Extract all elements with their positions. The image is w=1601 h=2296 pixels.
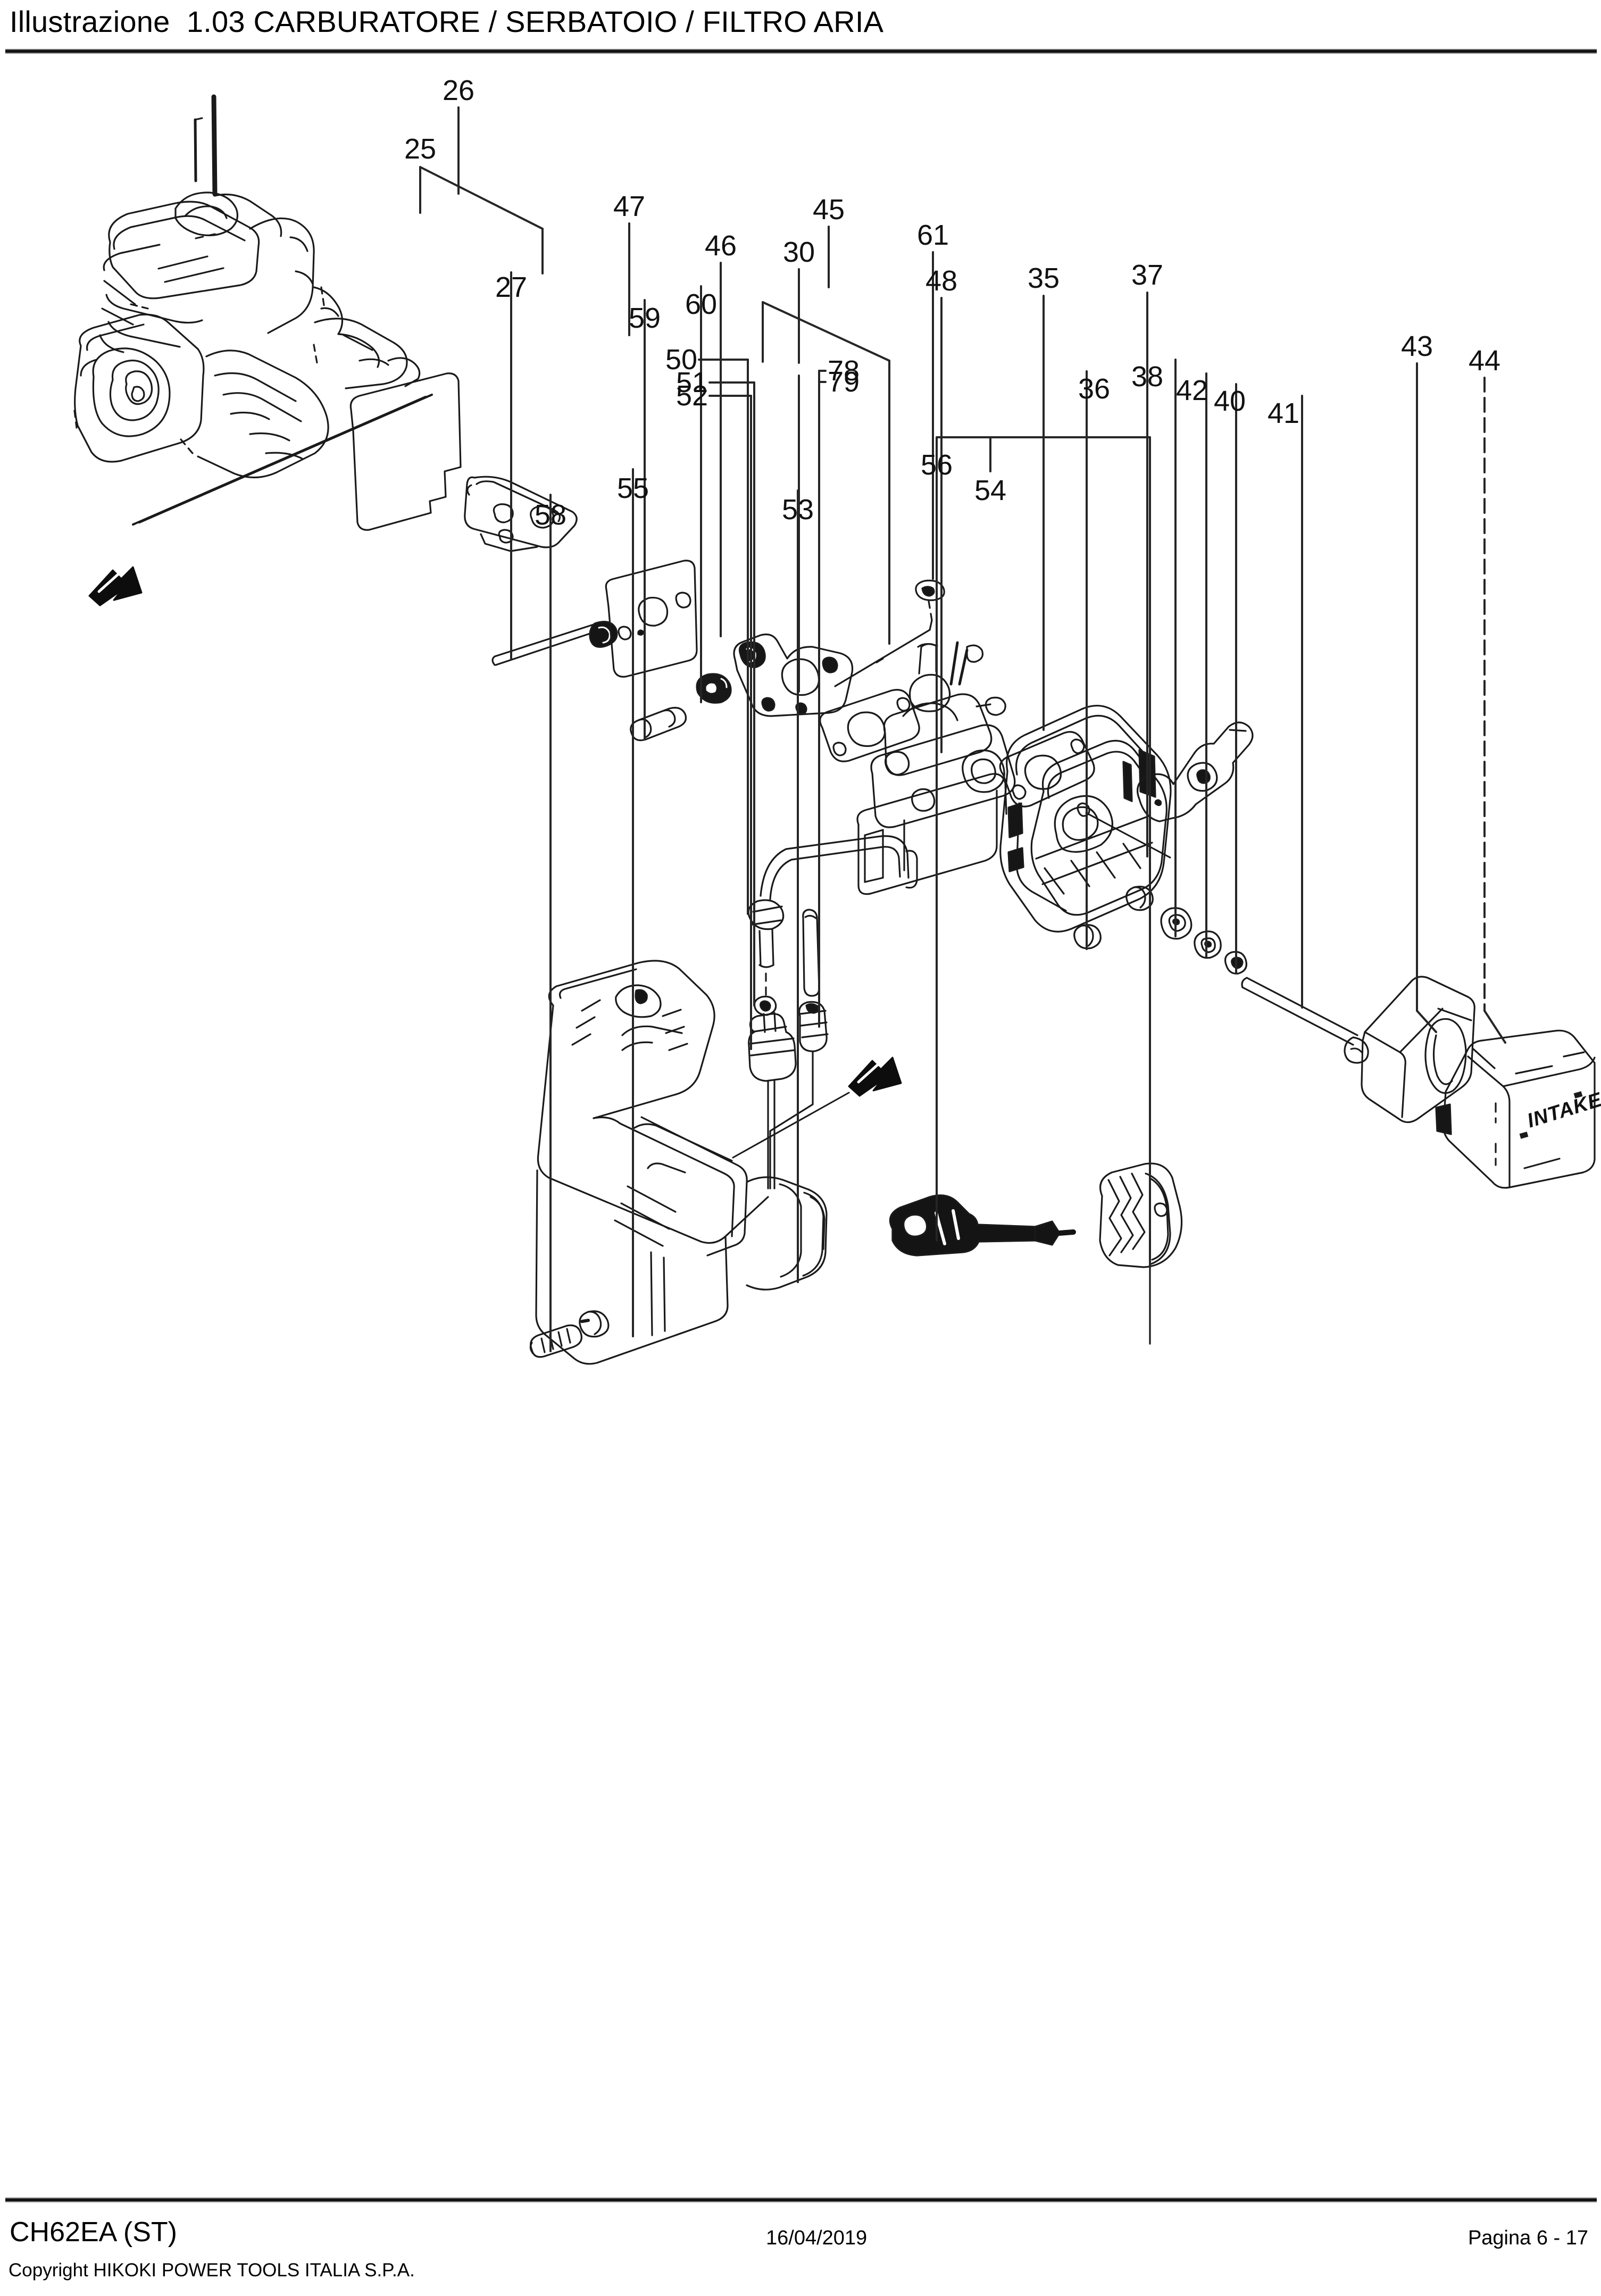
part-26-adapter-body: [464, 476, 578, 552]
part-callout-25: 25: [404, 133, 437, 165]
part-48-gasket: [999, 731, 1095, 808]
footer-copyright: Copyright HIKOKI POWER TOOLS ITALIA S.P.…: [9, 2260, 415, 2281]
part-callout-27: 27: [495, 271, 528, 303]
part-44-air-filter-cover: INTAKE: [1435, 1029, 1601, 1189]
part-callout-47: 47: [613, 190, 646, 222]
assembly-arrow-marker-left: [88, 566, 143, 606]
page-title: Illustrazione 1.03 CARBURATORE / SERBATO…: [10, 5, 884, 38]
part-callout-40: 40: [1213, 385, 1246, 417]
part-callout-56: 56: [920, 449, 953, 481]
part-callout-38: 38: [1131, 361, 1164, 393]
part-42-washer: [1194, 930, 1222, 959]
part-callout-35: 35: [1027, 262, 1060, 294]
svg-text:INTAKE: INTAKE: [1524, 1088, 1601, 1133]
footer-date: 16/04/2019: [766, 2227, 868, 2249]
part-60-nut: [696, 673, 732, 704]
part-56-cap-retainer: [889, 1194, 1076, 1257]
part-47-gasket: [605, 560, 698, 678]
part-callout-51: 51: [676, 367, 708, 398]
part-callout-59: 59: [628, 302, 661, 334]
part-callout-60: 60: [685, 288, 718, 320]
part-callout-45: 45: [812, 194, 845, 226]
callout-leader-lines: [419, 106, 1506, 1352]
header-divider: [5, 49, 1597, 54]
part-callout-30: 30: [782, 236, 815, 268]
part-callout-37: 37: [1131, 259, 1164, 291]
part-58-screw: [529, 1324, 582, 1358]
part-54-fuel-cap: [1099, 1162, 1183, 1345]
part-callout-61: 61: [916, 219, 949, 251]
engine-block-drawing: [73, 94, 433, 526]
part-callout-42: 42: [1175, 375, 1208, 406]
part-callout-78: 78: [827, 355, 860, 387]
part-45-carburettor: [856, 641, 1016, 895]
part-callout-48: 48: [925, 265, 958, 297]
part-59-spacer: [630, 706, 687, 742]
part-callout-43: 43: [1400, 330, 1433, 362]
part-78-vent-pipe: [802, 909, 820, 997]
footer-divider: [5, 2198, 1597, 2202]
part-callout-55: 55: [616, 472, 649, 504]
part-callout-50: 50: [665, 344, 698, 376]
part-callout-44: 44: [1468, 345, 1501, 377]
part-callout-36: 36: [1078, 373, 1111, 405]
part-55-grommet: [579, 1310, 610, 1338]
diagram-drawing: INTAKE: [73, 94, 1601, 1365]
part-callout-52: 52: [676, 380, 708, 412]
part-30-gasket: [819, 689, 920, 762]
part-callout-58: 58: [534, 499, 567, 531]
part-41-long-bolt: [1241, 977, 1369, 1064]
footer-page-number: Pagina 6 - 17: [1467, 2227, 1588, 2249]
part-callout-79: 79: [827, 366, 860, 398]
part-callout-41: 41: [1267, 397, 1300, 429]
part-callout-54: 54: [974, 475, 1007, 506]
footer-model-code: CH62EA (ST): [10, 2217, 177, 2248]
part-38-bush: [1125, 886, 1154, 911]
assembly-arrow-marker-tank: [848, 1057, 902, 1097]
part-callout-46: 46: [704, 230, 737, 262]
part-43-hex-nut: [1361, 976, 1475, 1124]
part-53-fuel-tank: [535, 960, 828, 1365]
part-61-grommet: [834, 579, 945, 687]
part-25-gasket: [349, 372, 462, 531]
exploded-parts-diagram: INTAKE: [0, 59, 1601, 2186]
part-callout-26: 26: [442, 74, 475, 106]
part-46-intake-manifold: [733, 633, 854, 717]
part-callout-53: 53: [781, 494, 814, 526]
